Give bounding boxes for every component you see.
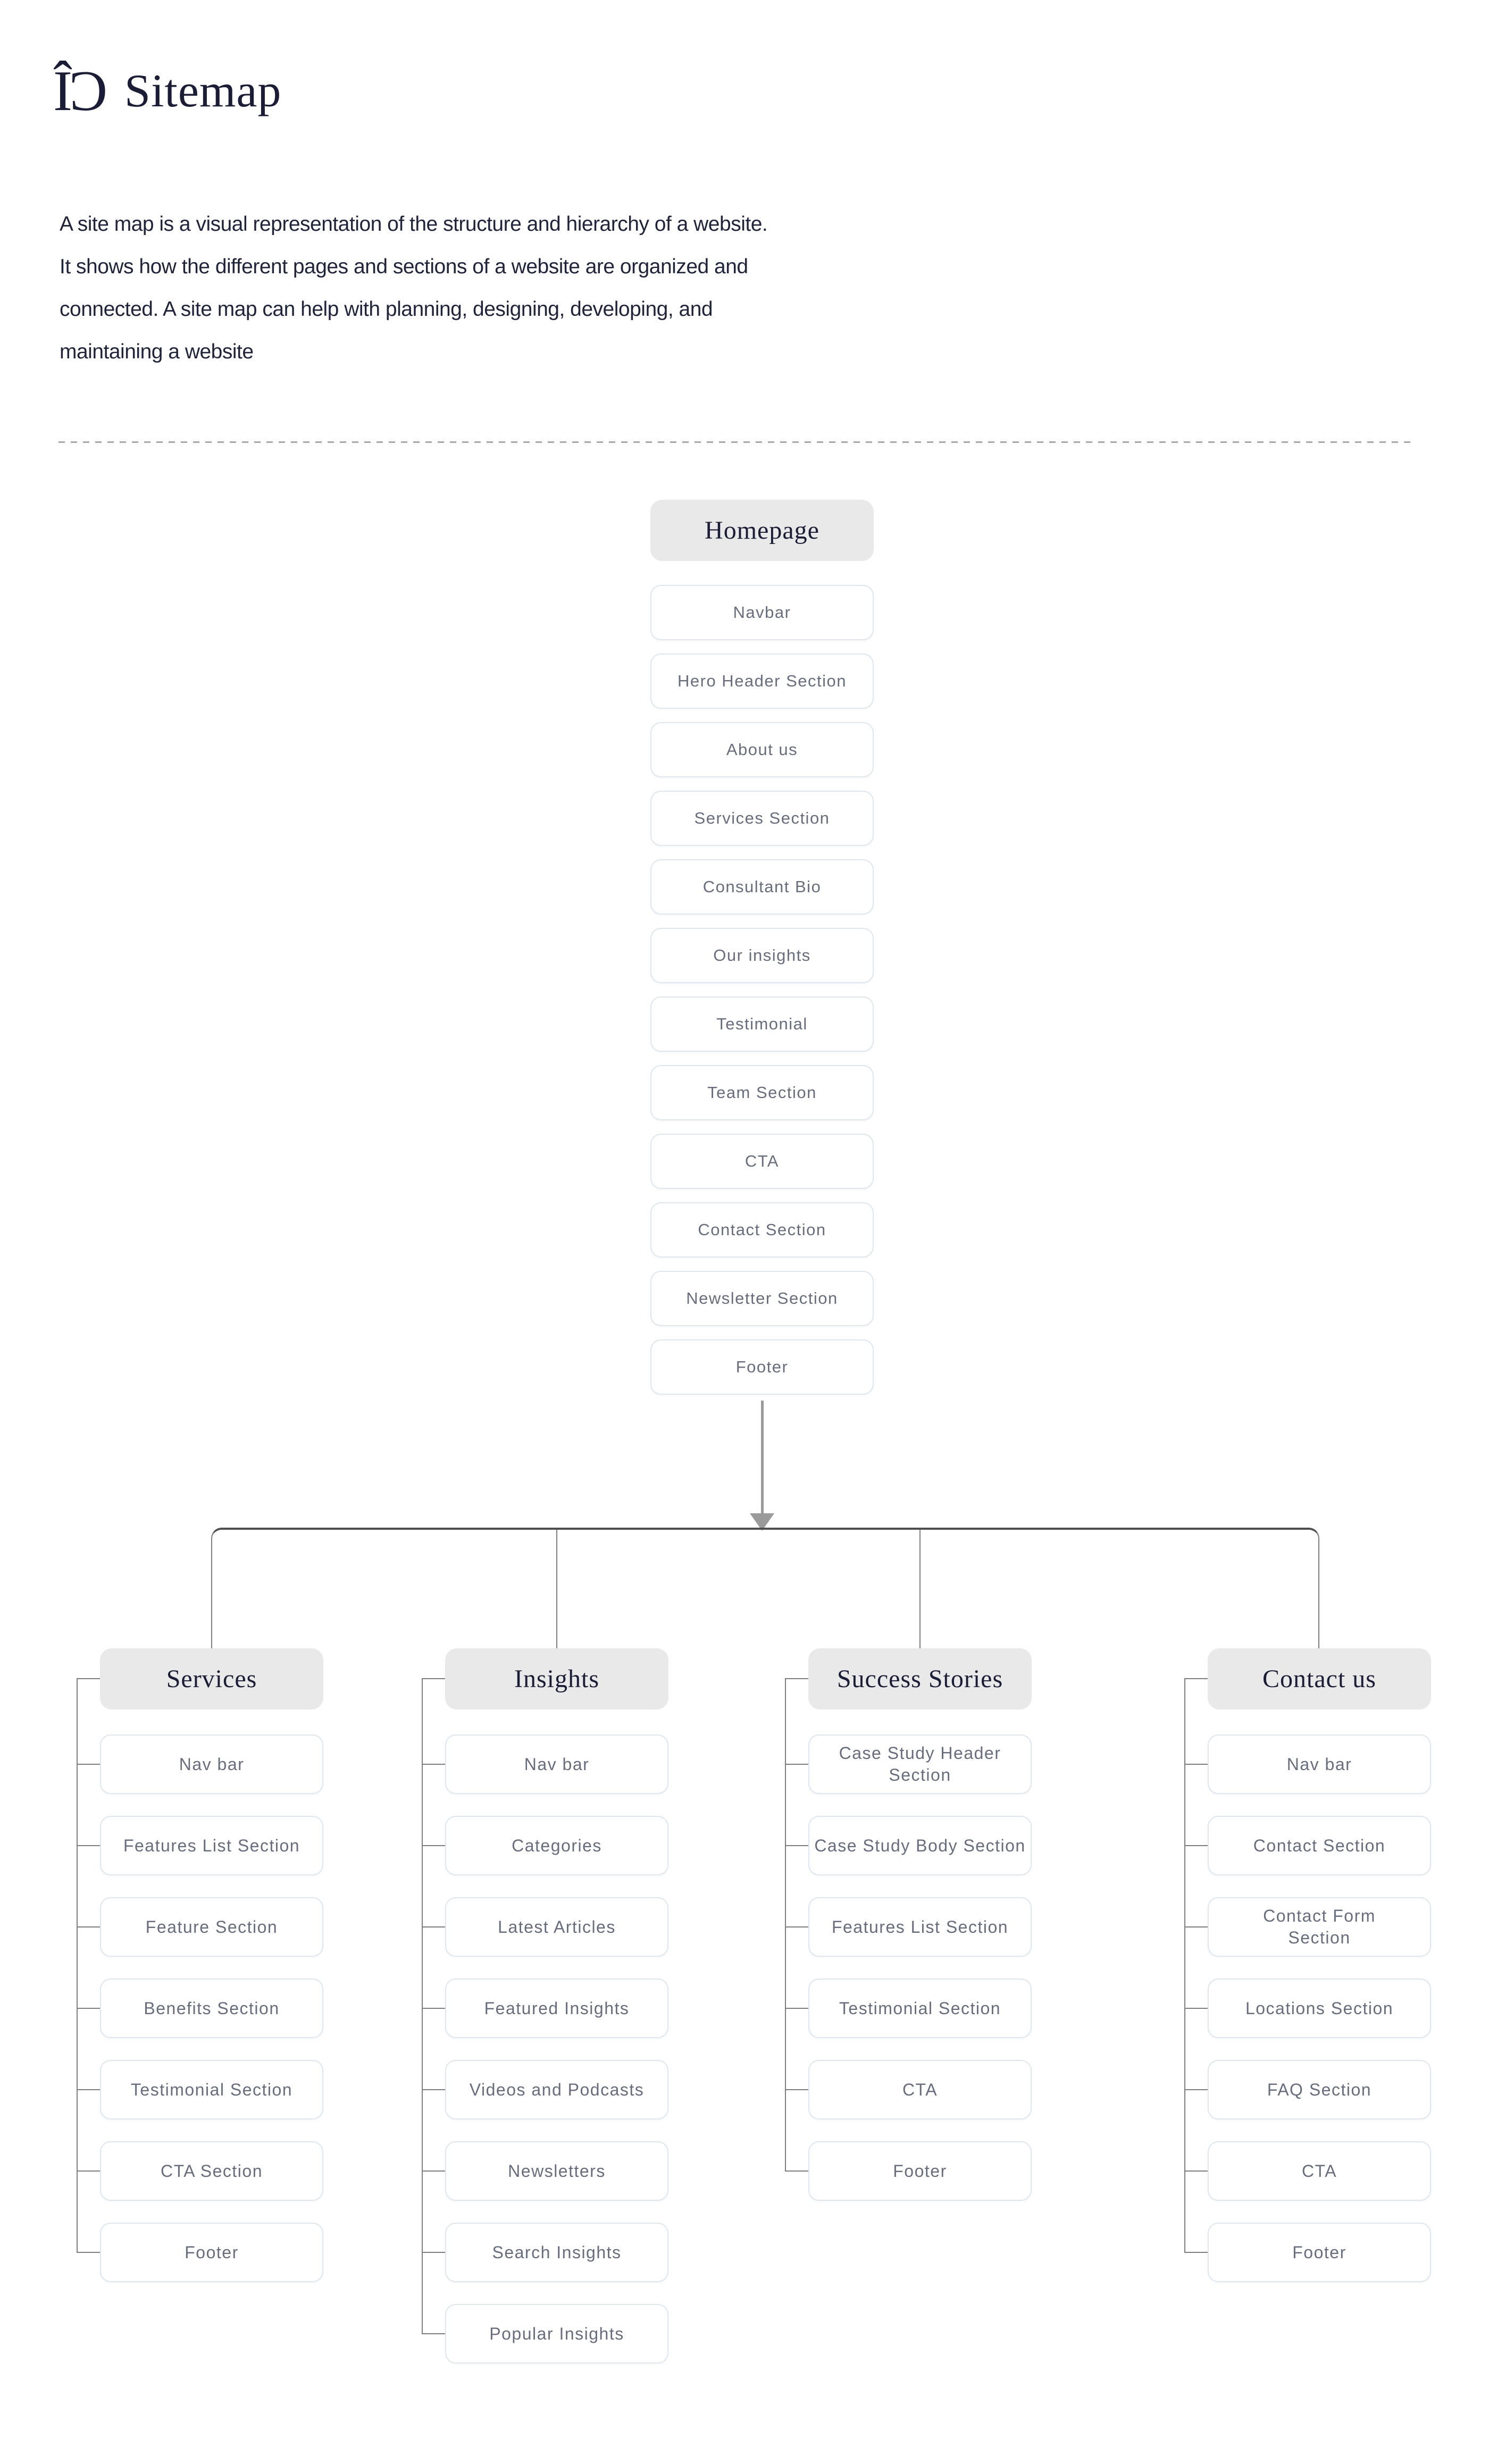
column-stub xyxy=(77,1764,100,1765)
column-section-node: Featured Insights xyxy=(445,1979,668,2038)
column-section-node: Testimonial Section xyxy=(100,2060,323,2119)
column-section-node: Categories xyxy=(445,1816,668,1875)
column-stub xyxy=(77,2089,100,2090)
homepage-section-node: Navbar xyxy=(650,585,874,640)
homepage-section-node: Footer xyxy=(650,1339,874,1395)
homepage-section-node: Contact Section xyxy=(650,1202,874,1258)
column-stub xyxy=(422,2089,445,2090)
column-stub xyxy=(422,1926,445,1927)
column-rail xyxy=(1184,1679,1185,2252)
column-header-node: Services xyxy=(100,1648,323,1709)
column-stub xyxy=(77,1678,100,1679)
column-section-node: Popular Insights xyxy=(445,2304,668,2364)
homepage-section-node: Hero Header Section xyxy=(650,653,874,709)
column-section-node: CTA xyxy=(808,2060,1032,2119)
homepage-section-node: Testimonial xyxy=(650,996,874,1052)
column-header-node: Insights xyxy=(445,1648,668,1709)
homepage-section-node: Consultant Bio xyxy=(650,859,874,915)
column-section-node: Latest Articles xyxy=(445,1897,668,1957)
column-stub xyxy=(785,1845,808,1846)
column-section-node: Nav bar xyxy=(1208,1734,1431,1794)
column-section-node: CTA xyxy=(1208,2141,1431,2201)
column-stub xyxy=(1184,2008,1208,2009)
column-stub xyxy=(785,2089,808,2090)
homepage-section-node: CTA xyxy=(650,1134,874,1189)
column-section-node: Nav bar xyxy=(445,1734,668,1794)
column-stub xyxy=(785,2008,808,2009)
homepage-section-node: Our insights xyxy=(650,928,874,983)
column-stub xyxy=(1184,1678,1208,1679)
homepage-section-node: Newsletter Section xyxy=(650,1271,874,1326)
branch-drop-line xyxy=(556,1530,557,1648)
column-stub xyxy=(1184,1764,1208,1765)
column-section-node: Benefits Section xyxy=(100,1979,323,2038)
branch-bracket xyxy=(211,1528,1319,1648)
column-section-node: Contact Section xyxy=(1208,1816,1431,1875)
column-section-node: Footer xyxy=(808,2141,1032,2201)
column-stub xyxy=(422,2008,445,2009)
column-stub xyxy=(77,2170,100,2172)
column-section-node: Contact Form Section xyxy=(1208,1897,1431,1957)
column-section-node: Testimonial Section xyxy=(808,1979,1032,2038)
column-section-node: Newsletters xyxy=(445,2141,668,2201)
column-stub xyxy=(1184,2089,1208,2090)
column-stub xyxy=(422,2252,445,2253)
sitemap-description: A site map is a visual representation of… xyxy=(60,213,768,363)
column-stub xyxy=(422,1845,445,1846)
column-section-node: Features List Section xyxy=(100,1816,323,1875)
column-rail xyxy=(422,1679,423,2334)
dashed-divider xyxy=(58,441,1413,443)
column-stub xyxy=(1184,2252,1208,2253)
column-section-node: Videos and Podcasts xyxy=(445,2060,668,2119)
column-stub xyxy=(1184,1926,1208,1927)
column-stub xyxy=(785,1764,808,1765)
column-stub xyxy=(77,2008,100,2009)
brand-logo-icon: ÎƆ xyxy=(53,60,107,123)
column-stub xyxy=(422,2333,445,2334)
column-stub xyxy=(1184,1845,1208,1846)
branch-drop-line xyxy=(919,1530,921,1648)
column-stub xyxy=(785,1678,808,1679)
column-section-node: Footer xyxy=(1208,2223,1431,2282)
column-rail xyxy=(77,1679,78,2252)
column-stub xyxy=(785,2170,808,2172)
column-header-node: Success Stories xyxy=(808,1648,1032,1709)
column-stub xyxy=(1184,2170,1208,2172)
column-stub xyxy=(77,1926,100,1927)
column-header-node: Contact us xyxy=(1208,1648,1431,1709)
column-section-node: Case Study Body Section xyxy=(808,1816,1032,1875)
column-section-node: Footer xyxy=(100,2223,323,2282)
column-stub xyxy=(77,1845,100,1846)
page-title: Sitemap xyxy=(124,65,282,117)
column-section-node: Case Study Header Section xyxy=(808,1734,1032,1794)
column-stub xyxy=(785,1926,808,1927)
column-stub xyxy=(77,2252,100,2253)
column-section-node: Features List Section xyxy=(808,1897,1032,1957)
column-section-node: Nav bar xyxy=(100,1734,323,1794)
column-section-node: Search Insights xyxy=(445,2223,668,2282)
homepage-section-node: Services Section xyxy=(650,791,874,846)
column-stub xyxy=(422,1764,445,1765)
column-rail xyxy=(785,1679,786,2171)
column-section-node: Feature Section xyxy=(100,1897,323,1957)
column-section-node: Locations Section xyxy=(1208,1979,1431,2038)
brand: ÎƆ Sitemap xyxy=(53,63,281,120)
homepage-section-node: About us xyxy=(650,722,874,777)
arrow-line xyxy=(761,1401,764,1514)
column-section-node: CTA Section xyxy=(100,2141,323,2201)
column-stub xyxy=(422,2170,445,2172)
column-section-node: FAQ Section xyxy=(1208,2060,1431,2119)
homepage-section-node: Team Section xyxy=(650,1065,874,1120)
column-stub xyxy=(422,1678,445,1679)
homepage-node: Homepage xyxy=(650,500,874,561)
